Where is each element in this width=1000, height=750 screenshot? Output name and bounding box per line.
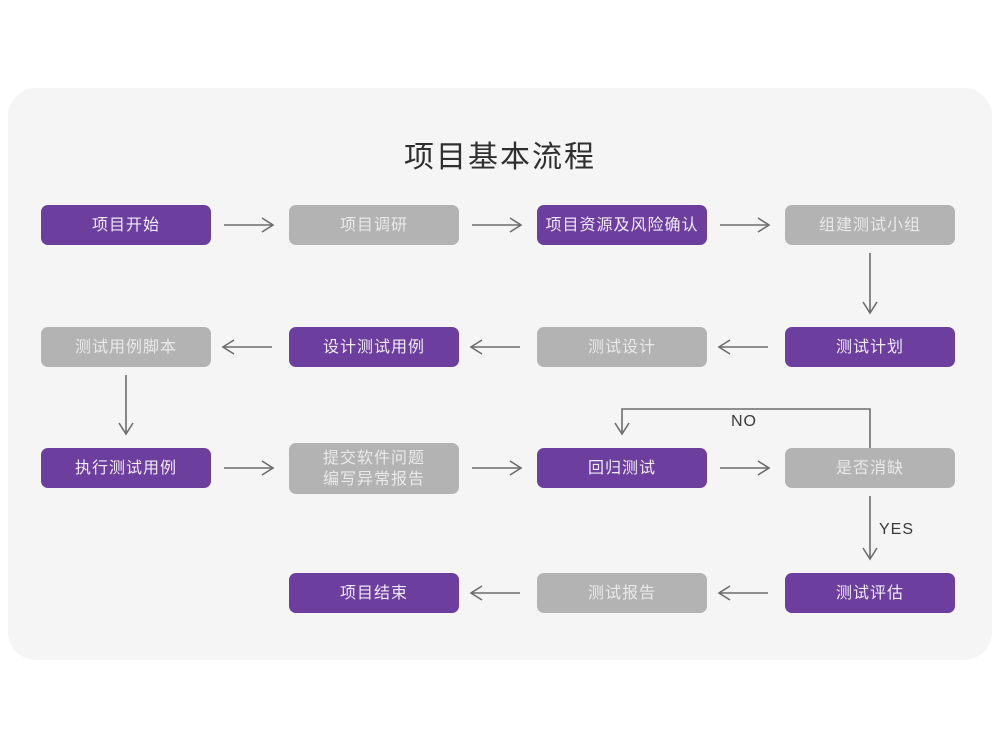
node-project-research[interactable]: 项目调研 xyxy=(289,205,459,245)
node-regression-test[interactable]: 回归测试 xyxy=(537,448,707,488)
node-submit-defect-report[interactable]: 提交软件问题 编写异常报告 xyxy=(289,443,459,494)
node-defect-resolved[interactable]: 是否消缺 xyxy=(785,448,955,488)
node-design-test-case[interactable]: 设计测试用例 xyxy=(289,327,459,367)
node-execute-test-case[interactable]: 执行测试用例 xyxy=(41,448,211,488)
edge-label-yes: YES xyxy=(879,521,915,538)
node-resource-risk-confirm[interactable]: 项目资源及风险确认 xyxy=(537,205,707,245)
node-project-end[interactable]: 项目结束 xyxy=(289,573,459,613)
edge-label-no: NO xyxy=(731,413,757,430)
node-test-evaluation[interactable]: 测试评估 xyxy=(785,573,955,613)
node-test-plan[interactable]: 测试计划 xyxy=(785,327,955,367)
node-test-case-script[interactable]: 测试用例脚本 xyxy=(41,327,211,367)
flowchart-panel xyxy=(8,88,992,660)
node-project-start[interactable]: 项目开始 xyxy=(41,205,211,245)
node-form-test-team[interactable]: 组建测试小组 xyxy=(785,205,955,245)
node-test-design[interactable]: 测试设计 xyxy=(537,327,707,367)
page-title: 项目基本流程 xyxy=(404,141,596,174)
node-test-report[interactable]: 测试报告 xyxy=(537,573,707,613)
